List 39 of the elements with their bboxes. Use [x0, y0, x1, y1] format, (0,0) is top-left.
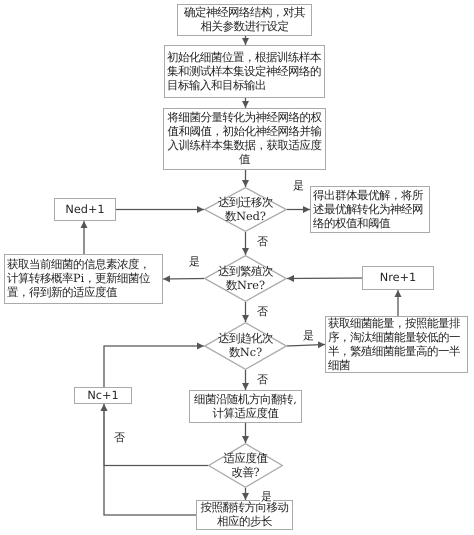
process-box: 确定神经网络结构，对其相关参数进行设定 — [177, 4, 312, 36]
process-box: 细菌沿随机方向翻转,计算适应度值 — [189, 390, 302, 423]
edge-label: 否 — [113, 432, 126, 444]
decision-text: 达到趋化次数Nc? — [217, 332, 274, 360]
arrow — [116, 206, 204, 213]
process-box: Nc+1 — [74, 387, 132, 404]
arrow — [394, 290, 402, 316]
process-box: Ned+1 — [54, 198, 116, 221]
process-box: 将细菌分量转化为神经网络的权值和阈值，初始化神经网络并输入训练样本集数据，获取适应度值 — [163, 108, 326, 170]
decision-text: 达到繁殖次数Nre? — [217, 264, 274, 292]
arrow — [242, 302, 249, 322]
arrow — [80, 221, 88, 254]
arrow — [103, 342, 204, 387]
arrow — [242, 370, 249, 390]
arrow — [242, 488, 249, 500]
edge-label: 否 — [256, 236, 269, 248]
edge-label: 是 — [292, 180, 305, 192]
process-box: 获取细菌能量，按照能量排序，淘汰细菌能量较低的一半，繁殖细菌能量高的一半细菌 — [325, 316, 468, 373]
arrow — [286, 341, 326, 348]
arrow — [242, 170, 249, 187]
arrow — [242, 98, 249, 108]
arrow — [242, 232, 249, 255]
arrow — [100, 404, 196, 516]
arrow — [287, 274, 362, 282]
process-box: 获取当前细菌的信息素浓度，计算转移概率Pi，更新细菌位置，得到新的适应度值 — [4, 254, 163, 304]
process-box: Nre+1 — [362, 266, 434, 290]
edge-label: 否 — [256, 374, 269, 386]
decision-text: 达到迁移次数Ned? — [217, 196, 274, 224]
arrow — [163, 275, 204, 282]
arrow — [242, 36, 249, 45]
arrow — [242, 423, 249, 443]
edge-label: 是 — [188, 256, 201, 268]
arrow — [287, 206, 310, 213]
process-box: 得出群体最优解，将所述最优解转化为神经网络的权值和阈值 — [310, 186, 430, 233]
edge-label: 是 — [260, 491, 273, 503]
edge-label: 否 — [256, 306, 269, 318]
edge-label: 是 — [302, 330, 315, 342]
process-box: 初始化细菌位置，根据训练样本集和测试样本集设定神经网络的目标输入和目标输出 — [164, 45, 325, 98]
decision-text: 适应度值改善? — [222, 452, 269, 480]
